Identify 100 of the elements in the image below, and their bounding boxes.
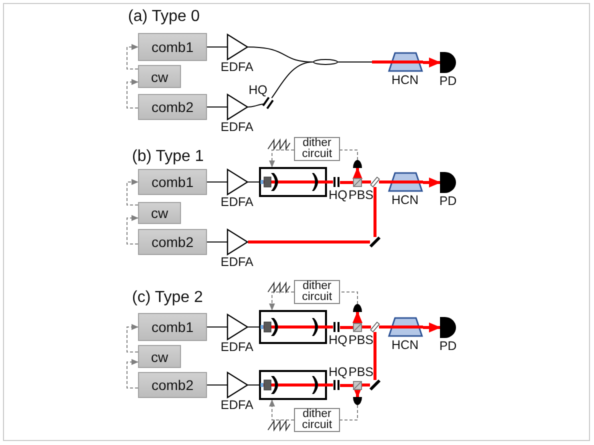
gas-cell-symbol	[388, 172, 423, 192]
laser-beam-arrow	[352, 167, 362, 179]
arrow	[126, 44, 139, 70]
arrow	[126, 179, 139, 206]
laser-box: comb2	[138, 94, 207, 120]
waveplate-symbol	[333, 322, 340, 332]
component-label: HQ	[328, 189, 348, 202]
coupler-symbol	[313, 59, 338, 65]
laser-beam	[362, 326, 371, 328]
arrow	[126, 359, 139, 388]
panel-title: (c) Type 2	[132, 289, 203, 307]
circuit-box: dither circuit	[294, 137, 340, 161]
beam-splitter-cube	[353, 178, 362, 187]
component-label: HQ	[328, 366, 348, 379]
beam-splitter-cube	[353, 323, 362, 332]
gas-cell-symbol	[388, 52, 423, 72]
fiber-line	[206, 384, 228, 386]
laser-box: comb2	[138, 229, 207, 255]
arrow	[269, 399, 294, 420]
laser-beam-arrow	[352, 386, 362, 398]
component-label: HCN	[391, 74, 419, 87]
laser-box: cw	[138, 65, 181, 88]
laser-box: comb1	[138, 313, 207, 341]
component-label: EDFA	[220, 341, 254, 354]
beam-splitter-symbol	[371, 322, 379, 332]
optical-cavity	[259, 167, 327, 197]
dashed-line	[340, 292, 358, 304]
component-label: HCN	[391, 339, 419, 352]
fiber-line	[248, 104, 264, 108]
waveplate-symbol	[333, 177, 340, 187]
component-label: HQ	[248, 84, 268, 97]
dashed-line	[340, 404, 358, 420]
laser-box: cw	[138, 345, 181, 368]
photodetector-symbol	[440, 317, 456, 338]
circuit-box: dither circuit	[294, 280, 340, 304]
beam-splitter-symbol	[371, 177, 379, 187]
photodetector-symbol	[353, 397, 362, 405]
panel-title: (b) Type 1	[132, 148, 204, 166]
arrow	[126, 215, 139, 244]
beam-splitter-cube	[353, 381, 362, 390]
fiber-line	[248, 384, 260, 386]
mirror-symbol	[370, 380, 380, 390]
component-label: PD	[439, 340, 457, 353]
arrow	[269, 150, 294, 168]
waveplate-symbol	[264, 98, 272, 108]
component-label: EDFA	[220, 61, 254, 74]
component-label: EDFA	[220, 196, 254, 209]
photodetector-symbol	[353, 160, 362, 168]
photodetector-symbol	[440, 52, 456, 73]
laser-beam	[327, 384, 333, 386]
component-label: PBS	[348, 366, 374, 379]
fiber-line	[271, 62, 314, 98]
component-label: HCN	[391, 194, 419, 207]
laser-beam	[362, 180, 371, 184]
laser-beam	[379, 326, 388, 328]
circuit-box: dither circuit	[294, 408, 340, 432]
component-label: PBS	[348, 334, 374, 347]
laser-beam	[327, 326, 333, 328]
laser-beam-arrow	[423, 58, 441, 68]
laser-beam	[362, 384, 370, 386]
amplifier-triangle	[227, 169, 248, 195]
amplifier-triangle	[227, 34, 248, 60]
dashed-line	[340, 150, 358, 160]
photodetector-symbol	[440, 172, 456, 193]
amplifier-triangle	[227, 372, 248, 398]
arrow	[269, 292, 294, 311]
laser-box: comb2	[138, 372, 207, 398]
component-label: HQ	[328, 334, 348, 347]
optical-cavity	[259, 310, 327, 344]
component-label: PBS	[348, 189, 374, 202]
panel-title: (a) Type 0	[128, 8, 200, 26]
laser-box: cw	[138, 202, 181, 224]
arrow	[126, 324, 139, 352]
laser-box: comb1	[138, 169, 207, 195]
laser-beam-arrow	[423, 322, 441, 332]
fiber-line	[206, 106, 228, 108]
gas-cell-symbol	[388, 317, 423, 337]
laser-beam	[379, 180, 388, 184]
laser-beam	[340, 384, 353, 387]
laser-beam	[327, 180, 333, 184]
component-label: EDFA	[220, 256, 254, 269]
laser-beam	[374, 187, 376, 237]
fiber-line	[248, 326, 260, 328]
fiber-line	[206, 46, 228, 48]
component-label: EDFA	[220, 121, 254, 134]
amplifier-triangle	[227, 314, 248, 340]
arrow	[126, 79, 139, 108]
laser-beam	[248, 240, 370, 244]
laser-beam-arrow	[352, 311, 362, 323]
waveplate-symbol	[333, 380, 340, 390]
laser-beam	[340, 181, 353, 184]
optical-cavity	[259, 370, 327, 400]
mirror-symbol	[370, 237, 380, 247]
amplifier-triangle	[227, 229, 248, 255]
laser-beam	[374, 332, 376, 380]
laser-beam-arrow	[423, 178, 441, 188]
component-label: PD	[439, 75, 457, 88]
laser-beam	[340, 326, 353, 329]
fiber-line	[206, 326, 228, 328]
laser-box: comb1	[138, 33, 207, 61]
